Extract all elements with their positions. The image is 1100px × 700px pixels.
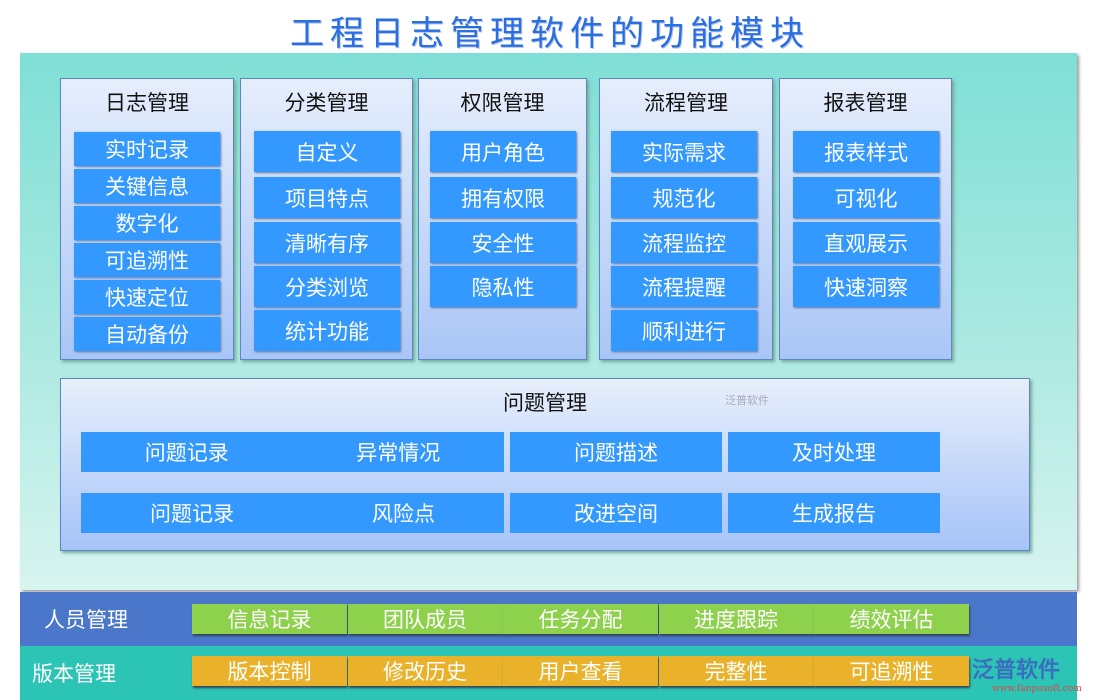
problem-item-label: 问题记录 (150, 502, 234, 526)
version-label: 版本管理 (32, 662, 116, 686)
module-item: 隐私性 (430, 266, 576, 307)
personnel-item: 绩效评估 (814, 604, 969, 634)
problem-title: 问题管理 (503, 391, 587, 415)
version-item: 版本控制 (192, 656, 347, 686)
personnel-item: 信息记录 (192, 604, 347, 634)
version-item: 完整性 (658, 656, 814, 686)
personnel-label: 人员管理 (44, 608, 128, 632)
problem-item: 问题描述 (510, 432, 722, 472)
module-item: 安全性 (430, 222, 576, 263)
module-item: 自动备份 (74, 317, 220, 351)
module-3: 权限管理 (418, 78, 587, 360)
version-item: 用户查看 (503, 656, 658, 686)
module-item: 分类浏览 (254, 266, 400, 307)
module-item: 实际需求 (611, 131, 757, 172)
module-item: 清晰有序 (254, 222, 400, 263)
module-item: 项目特点 (254, 177, 400, 218)
module-item: 自定义 (254, 131, 400, 172)
module-item: 规范化 (611, 177, 757, 218)
problem-item-label: 异常情况 (356, 441, 441, 465)
personnel-item: 任务分配 (503, 604, 658, 634)
module-item: 顺利进行 (611, 310, 757, 351)
page-title: 工程日志管理软件的功能模块 (290, 14, 810, 54)
logo-url: www.fanpusoft.com (992, 684, 1082, 694)
problem-item: 生成报告 (728, 493, 940, 533)
watermark: 泛普软件 (725, 394, 769, 407)
module-title: 日志管理 (105, 91, 189, 115)
module-item: 直观展示 (793, 222, 939, 263)
module-title: 报表管理 (823, 91, 908, 115)
problem-item: 及时处理 (728, 432, 940, 472)
problem-item: 问题记录 异常情况 (81, 432, 504, 472)
module-item: 流程提醒 (611, 266, 757, 307)
module-item: 实时记录 (74, 132, 220, 166)
module-item: 流程监控 (611, 222, 757, 263)
problem-item-label: 风险点 (372, 502, 435, 526)
personnel-item: 团队成员 (347, 604, 503, 634)
module-title: 流程管理 (644, 91, 728, 115)
module-item: 报表样式 (793, 131, 939, 172)
logo-name: 泛普软件 (972, 657, 1061, 683)
module-item: 快速定位 (74, 280, 220, 314)
personnel-item: 进度跟踪 (658, 604, 814, 634)
module-item: 可视化 (793, 177, 939, 218)
module-5: 报表管理 (779, 78, 952, 360)
module-item: 统计功能 (254, 310, 400, 351)
module-item: 关键信息 (74, 169, 220, 203)
version-item: 修改历史 (347, 656, 503, 686)
module-item: 拥有权限 (430, 177, 576, 218)
problem-item: 改进空间 (510, 493, 722, 533)
problem-item-label: 问题记录 (144, 441, 229, 465)
module-title: 分类管理 (284, 91, 369, 115)
module-item: 快速洞察 (793, 266, 939, 307)
problem-item: 问题记录 风险点 (81, 493, 504, 533)
version-item: 可追溯性 (814, 656, 969, 686)
module-item: 数字化 (74, 206, 220, 240)
module-title: 权限管理 (460, 91, 545, 115)
module-item: 可追溯性 (74, 243, 220, 277)
module-item: 用户角色 (430, 131, 576, 172)
